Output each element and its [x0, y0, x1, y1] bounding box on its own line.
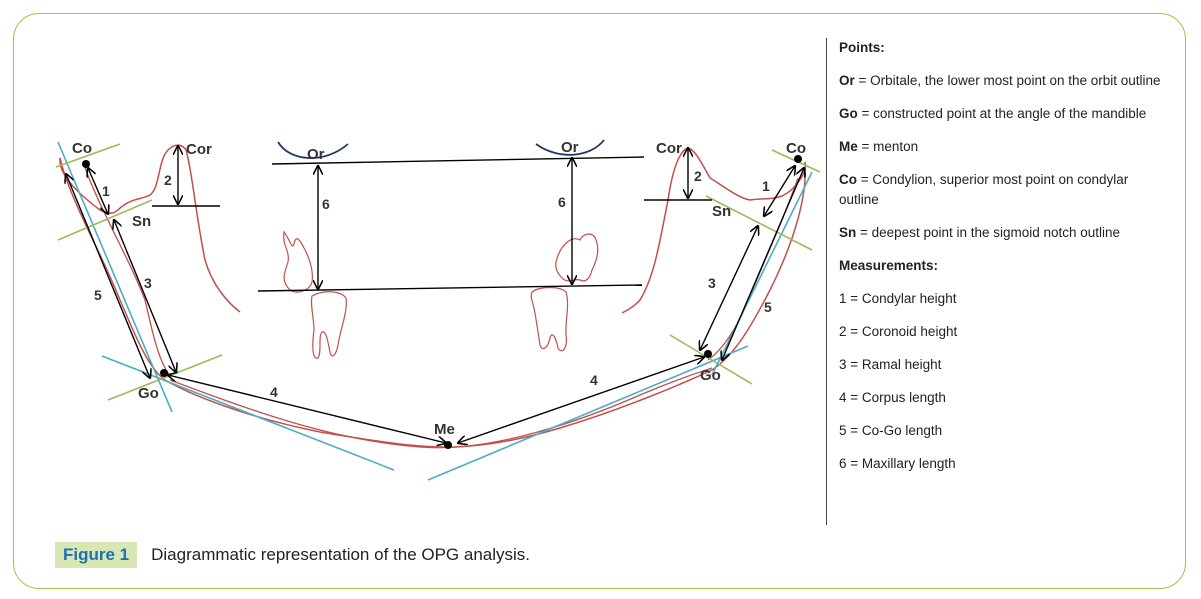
legend-measure-6: 6 = Maxillary length — [839, 456, 956, 471]
tangent-left-ramus — [57, 141, 173, 413]
orbit-left — [277, 141, 349, 159]
num-1-right: 1 — [762, 178, 770, 194]
figure-caption-text: Diagrammatic representation of the OPG a… — [151, 544, 531, 564]
point-go-right — [704, 350, 712, 358]
point-co-right — [794, 155, 802, 163]
legend-point-or: Or = Orbitale, the lower most point on t… — [839, 73, 1161, 88]
num-6-right: 6 — [558, 194, 566, 210]
legend-measure-5: 5 = Co-Go length — [839, 423, 943, 438]
lower-tooth-left — [310, 291, 347, 359]
figure-label: Figure 1 — [55, 541, 138, 568]
legend-measure-3: 3 = Ramal height — [839, 357, 942, 372]
num-5-right: 5 — [764, 299, 772, 315]
label-cor-left: Cor — [186, 141, 212, 158]
num-3-right: 3 — [708, 275, 716, 291]
legend-point-go: Go = constructed point at the angle of t… — [839, 106, 1147, 121]
label-go-left: Go — [138, 385, 159, 402]
upper-tooth-left — [283, 230, 313, 293]
figure-frame — [13, 13, 1186, 589]
guide-go-left — [107, 354, 223, 401]
point-co-left — [82, 160, 90, 168]
guide-go-right — [669, 334, 753, 385]
arrow-co-go-left — [66, 174, 150, 378]
guide-co-left — [55, 143, 121, 168]
label-go-right: Go — [700, 367, 721, 384]
num-4-left: 4 — [270, 384, 278, 400]
legend-measure-4: 4 = Corpus length — [839, 390, 946, 405]
mandible-outline-left-inner — [83, 164, 171, 377]
label-sn-right: Sn — [712, 203, 731, 220]
legend-measure-1: 1 = Condylar height — [839, 291, 957, 306]
orbital-line — [271, 156, 645, 165]
point-me — [444, 441, 452, 449]
tangent-left-corpus — [101, 355, 395, 471]
points-heading: Points: — [839, 40, 885, 55]
num-2-left: 2 — [164, 172, 172, 188]
legend-point-sn: Sn = deepest point in the sigmoid notch … — [839, 225, 1121, 240]
label-cor-right: Cor — [656, 140, 682, 157]
label-sn-left: Sn — [132, 213, 151, 230]
label-or-right: Or — [561, 139, 579, 156]
label-co-left: Co — [72, 140, 92, 157]
point-go-left — [160, 369, 168, 377]
label-me: Me — [434, 421, 455, 438]
arrow-corpus-right — [458, 357, 704, 443]
num-4-right: 4 — [590, 372, 598, 388]
measurements-heading: Measurements: — [839, 258, 939, 273]
num-6-left: 6 — [322, 196, 330, 212]
orbit-right — [535, 139, 605, 156]
legend-point-me: Me = menton — [839, 139, 919, 154]
label-or-left: Or — [307, 146, 325, 163]
num-2-right: 2 — [694, 168, 702, 184]
label-co-right: Co — [786, 140, 806, 157]
legend-point-co: Co = Condylion, superior most point on c… — [839, 172, 1129, 207]
num-3-left: 3 — [144, 275, 152, 291]
arrow-corpus-left — [168, 375, 446, 443]
legend-measure-2: 2 = Coronoid height — [839, 324, 958, 339]
legend-panel: Points: Or = Orbitale, the lower most po… — [839, 38, 1169, 487]
num-5-left: 5 — [94, 287, 102, 303]
arrow-co-go-right — [722, 168, 804, 360]
upper-tooth-right — [555, 233, 599, 282]
occlusal-line — [257, 284, 643, 292]
figure-caption: Figure 1 Diagrammatic representation of … — [55, 540, 530, 569]
legend-divider — [826, 38, 827, 525]
mandible-outline-right-lower — [454, 161, 807, 448]
num-1-left: 1 — [102, 183, 110, 199]
lower-tooth-right — [530, 286, 569, 352]
